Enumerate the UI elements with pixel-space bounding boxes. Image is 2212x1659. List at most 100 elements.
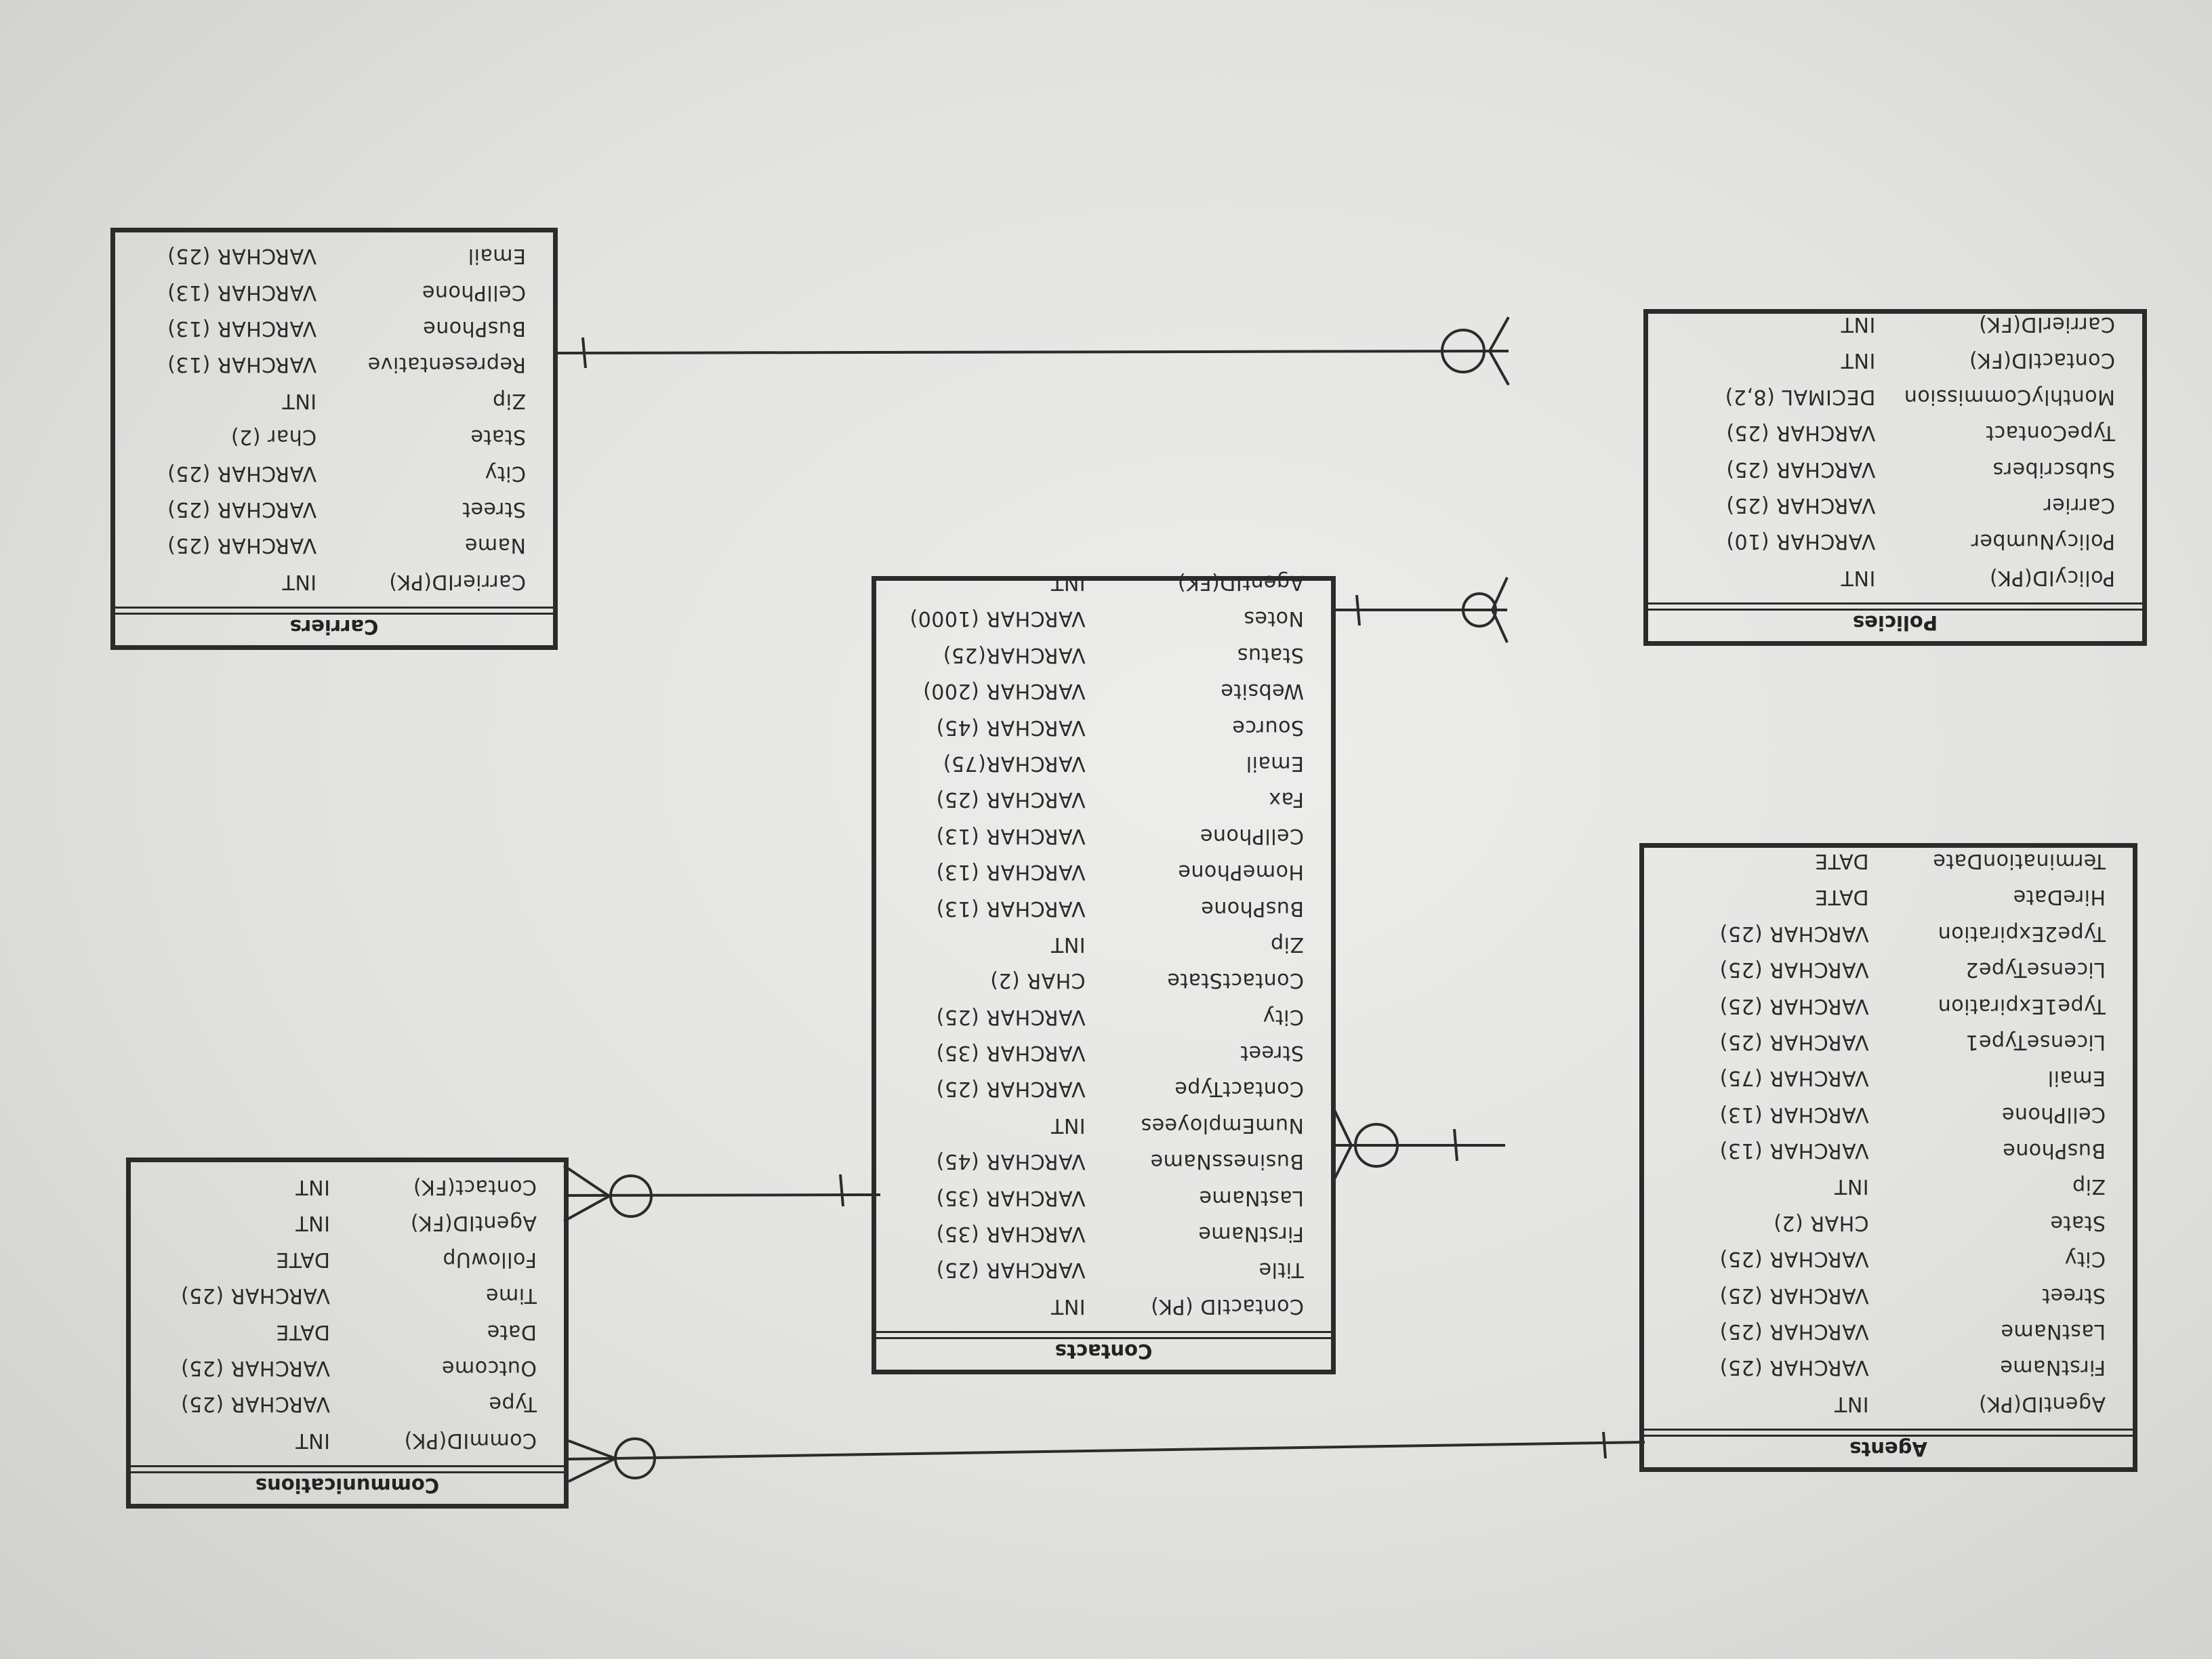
attribute-type: CHAR (2) [1773, 1210, 1869, 1235]
attribute-type: VARCHAR (25) [180, 1356, 330, 1380]
attribute-name: Zip [2072, 1174, 2106, 1199]
attribute-name: Email [2047, 1066, 2106, 1090]
entity-contacts: Contacts ContactID (PK) INT Title VARCHAR … [872, 571, 1336, 1374]
attribute-type: INT [1050, 1294, 1086, 1318]
attribute-name: ContactID (PK) [1150, 1294, 1304, 1318]
attribute-type: INT [1050, 1113, 1086, 1137]
attribute-type: VARCHAR (25) [1719, 1319, 1869, 1344]
attribute-type: VARCHAR (200) [922, 679, 1086, 703]
attribute-name: HireDate [2013, 885, 2106, 909]
attribute-type: INT [1841, 348, 1876, 373]
attribute-type: INT [1050, 932, 1086, 956]
rel-contacts-communications [562, 1164, 881, 1223]
attribute-row: AgentID(FK)INT [876, 565, 1331, 600]
attribute-name: Source [1231, 715, 1304, 739]
attribute-name: Street [1240, 1041, 1304, 1065]
attribute-type: VARCHAR (75) [1719, 1066, 1869, 1090]
attribute-type: DECIMAL (8,2) [1725, 384, 1876, 409]
attribute-row: Email VARCHAR (75) [1644, 1060, 2133, 1096]
attribute-type: VARCHAR (45) [936, 715, 1086, 739]
attribute-type: VARCHAR (25) [180, 1392, 330, 1416]
entity-title: Contacts [876, 1331, 1331, 1370]
attribute-name: AgentID(PK) [1978, 1391, 2106, 1416]
entity-title: Agents [1644, 1429, 2133, 1467]
attribute-name: NumEmployees [1141, 1113, 1304, 1137]
entity-title: Policies [1648, 602, 2142, 641]
attribute-type: VARCHAR (25) [167, 497, 317, 522]
attribute-type: DATE [1814, 848, 1869, 873]
attribute-name: Notes [1243, 607, 1304, 631]
attribute-type: VARCHAR(75) [943, 751, 1086, 775]
attribute-type: VARCHAR (35) [936, 1185, 1086, 1210]
attribute-type: VARCHAR (13) [167, 316, 317, 341]
attribute-name: TypeContact [1985, 421, 2115, 445]
attribute-row: PolicyID(PK)INT [1648, 560, 2142, 596]
attribute-name: CellPhone [422, 280, 526, 304]
attribute-type: INT [282, 569, 317, 594]
attribute-type: VARCHAR (25) [1719, 958, 1869, 982]
attribute-row: Contact(FK)INT [131, 1169, 564, 1205]
attribute-name: AgentID(FK) [1177, 571, 1304, 594]
attribute-name: CellPhone [1200, 823, 1304, 848]
attribute-row: LastName VARCHAR (35) [876, 1179, 1331, 1215]
attribute-type: VARCHAR (13) [167, 280, 317, 304]
attribute-name: LastName [1199, 1185, 1304, 1210]
attribute-name: CarrierID(FK) [1978, 312, 2115, 337]
attribute-row: CellPhone VARCHAR (13) [115, 274, 553, 310]
attribute-row: CarrierID(FK)INT [1648, 306, 2142, 342]
attribute-name: Title [1258, 1258, 1304, 1282]
attribute-row: ContactID(FK)INT [1648, 342, 2142, 378]
rel-contacts-policies [1333, 577, 1509, 643]
attribute-name: CommID(PK) [404, 1428, 537, 1452]
attribute-type: VARCHAR (25) [1719, 921, 1869, 945]
attribute-name: LicenseType2 [1965, 958, 2106, 982]
attribute-type: VARCHAR (25) [1719, 1247, 1869, 1271]
attribute-type: DATE [275, 1247, 330, 1271]
attribute-row: Source VARCHAR (45) [876, 709, 1331, 745]
attribute-name: LicenseType1 [1965, 1029, 2106, 1054]
attribute-name: ContactType [1174, 1077, 1304, 1101]
rel-agents-contacts [1333, 1109, 1505, 1180]
attribute-type: CHAR (2) [989, 968, 1086, 993]
attribute-type: VARCHAR (25) [167, 461, 317, 485]
attribute-name: Street [462, 497, 526, 522]
attribute-type: VARCHAR (1000) [909, 607, 1086, 631]
rel-carriers-policies [556, 316, 1510, 386]
attribute-name: TerminationDate [1932, 848, 2106, 873]
attribute-type: DATE [275, 1319, 330, 1344]
attribute-name: Type1Expiration [1938, 994, 2106, 1018]
attribute-name: City [2064, 1247, 2106, 1271]
attribute-type: INT [295, 1211, 330, 1235]
attribute-name: PolicyID(PK) [1989, 565, 2115, 590]
attribute-name: Zip [492, 388, 526, 413]
attribute-name: Name [464, 533, 526, 558]
attribute-type: INT [295, 1428, 330, 1452]
